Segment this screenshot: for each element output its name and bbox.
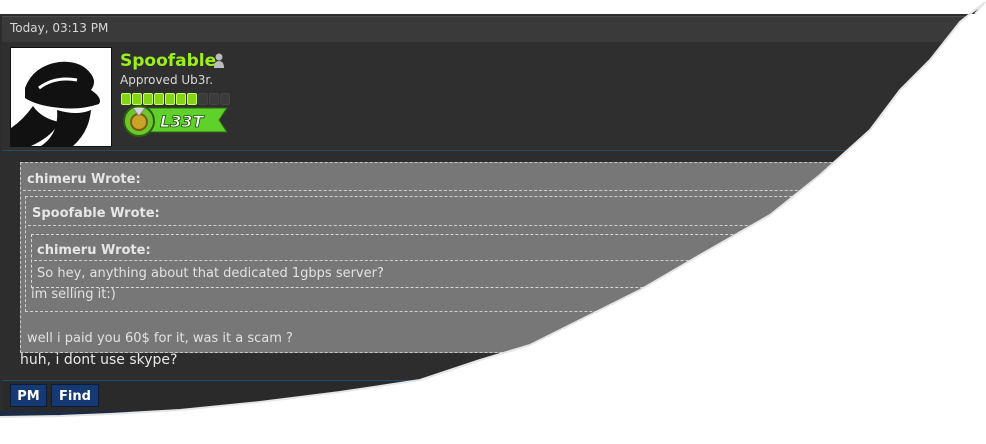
user-offline-icon bbox=[213, 53, 225, 73]
quote-text: well i paid you 60$ for it, was it a sca… bbox=[27, 331, 293, 346]
quote-author: chimeru Wrote: bbox=[37, 243, 151, 258]
username[interactable]: Spoofable bbox=[120, 51, 217, 71]
quote-text: So hey, anything about that dedicated 1g… bbox=[37, 266, 384, 281]
user-info-panel: Spoofable Approved Ub3r. L33T bbox=[2, 42, 982, 151]
fedora-hat-man-icon bbox=[11, 48, 111, 146]
quote-author: chimeru Wrote: bbox=[27, 172, 141, 187]
quote-inner: chimeru Wrote: So hey, anything about th… bbox=[31, 234, 893, 288]
rank-badge: L33T bbox=[121, 104, 231, 142]
quote-outer: chimeru Wrote: Spoofable Wrote: im selli… bbox=[20, 162, 922, 353]
quote-text: im selling it:) bbox=[31, 287, 116, 302]
pm-button[interactable]: PM bbox=[10, 384, 47, 407]
find-button[interactable]: Find bbox=[51, 384, 99, 407]
post-footer-bar: PM Find bbox=[2, 380, 982, 411]
post-timestamp: Today, 03:13 PM bbox=[10, 21, 109, 35]
post-message: huh, i dont use skype? bbox=[20, 352, 178, 368]
avatar[interactable] bbox=[10, 47, 112, 147]
post-header-bar: Today, 03:13 PM bbox=[2, 16, 982, 43]
quote-divider bbox=[28, 225, 898, 226]
user-title: Approved Ub3r. bbox=[120, 73, 214, 87]
quote-divider bbox=[23, 190, 913, 191]
quote-author: Spoofable Wrote: bbox=[32, 206, 160, 221]
footer-background bbox=[0, 411, 985, 417]
quote-divider bbox=[34, 260, 884, 261]
badge-label: L33T bbox=[160, 112, 204, 131]
